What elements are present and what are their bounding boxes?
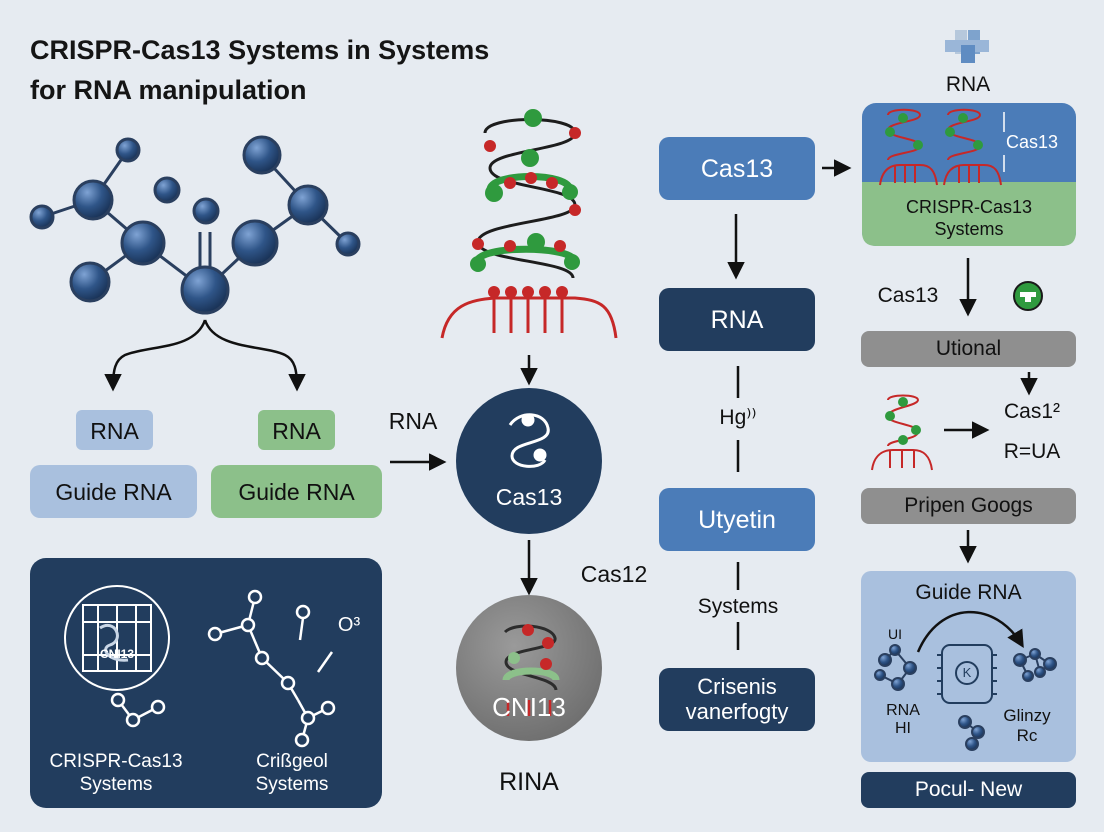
rna-hi-label: RNA HI	[886, 702, 920, 737]
panel-small-text: O³	[337, 614, 361, 636]
guide-rna-1-label: Guide RNA	[55, 479, 172, 505]
utyetin-flow-box	[659, 488, 815, 551]
rna-tag-2-label: RNA	[272, 418, 321, 444]
branch-network-icon	[207, 589, 336, 748]
panel-caption-2: Crißgeol Systems	[255, 751, 329, 795]
small-rna-helix-icon	[871, 394, 933, 471]
rna-helix-icon	[440, 109, 618, 339]
bottom-molecule-cluster-icon	[958, 715, 985, 751]
title-line-1: CRISPR-Cas13 Systems in Systems	[30, 35, 490, 65]
cas13-flow-label: Cas13	[700, 155, 774, 183]
cas1-label: Cas1²	[1003, 400, 1061, 423]
pocul-new-label: Pocul- New	[914, 778, 1023, 801]
gray-helix-icon	[502, 624, 560, 716]
crisenis-flow-box	[659, 668, 815, 731]
rua-label: R=UA	[1003, 440, 1061, 463]
rna-flow-box	[659, 288, 815, 351]
cas13-flow-box	[659, 137, 815, 200]
guide-rna-panel	[861, 571, 1076, 762]
systems-flow-label: Systems	[697, 595, 779, 618]
cas13-protein-icon	[508, 413, 550, 468]
pocul-new-bar	[861, 772, 1076, 808]
crispr-emblem-icon	[64, 585, 170, 691]
center-bottom-label: RINA	[499, 768, 559, 796]
guide-rna-2-label: Guide RNA	[238, 479, 355, 505]
molecule-network-icon	[29, 135, 361, 315]
utional-label: Utional	[935, 337, 1002, 360]
glinzy-label: Glinzy Rc	[1003, 706, 1051, 745]
title-line-2: for RNA manipulation	[30, 75, 307, 105]
cas13-circle	[456, 388, 602, 534]
page-title: CRISPR-Cas13 Systems in Systems for RNA …	[30, 30, 489, 110]
utional-bar	[861, 331, 1076, 367]
panel-caption-1: CRISPR-Cas13 Systems	[49, 751, 183, 795]
rna-tag-1-label: RNA	[90, 418, 139, 444]
card-systems-label: CRISPR-Cas13 Systems	[905, 197, 1033, 239]
node-tree-icon	[110, 692, 166, 728]
stop-badge-icon	[1013, 281, 1043, 311]
left-molecule-cluster-icon	[874, 644, 917, 691]
guide-rna-box-green	[211, 465, 382, 518]
processor-chip-icon	[937, 644, 997, 704]
rna-tag-blue	[76, 410, 153, 450]
cas13-side-label: Cas13	[877, 284, 939, 307]
card-cas13-label: Cas13	[1005, 132, 1059, 152]
right-molecule-cluster-icon	[1013, 648, 1057, 682]
guide-rna-title: Guide RNA	[915, 581, 1022, 604]
card-helix-beads	[885, 113, 983, 150]
guide-rna-box-blue	[30, 465, 197, 518]
pripen-label: Pripen Googs	[904, 494, 1033, 517]
pripen-bar	[861, 488, 1076, 524]
utyetin-flow-label: Utyetin	[698, 506, 776, 534]
ui-label: UI	[888, 626, 902, 642]
rna-flow-label: RNA	[710, 306, 764, 334]
gray-circle-label: CNI13	[492, 692, 566, 722]
panel-glyph-label: CNI13	[99, 647, 134, 661]
right-rna-label: RNA	[945, 73, 991, 96]
k-label: K	[962, 665, 972, 680]
cube-icon	[945, 30, 989, 63]
center-rna-label: RNA	[388, 408, 438, 434]
rna-tag-green	[258, 410, 335, 450]
crisenis-flow-label: Crisenis vanerfogty	[685, 674, 789, 724]
cas12-label: Cas12	[580, 561, 648, 587]
h-label: Hɡ⁾⁾	[719, 406, 757, 429]
cas13-circle-label: Cas13	[495, 484, 563, 510]
